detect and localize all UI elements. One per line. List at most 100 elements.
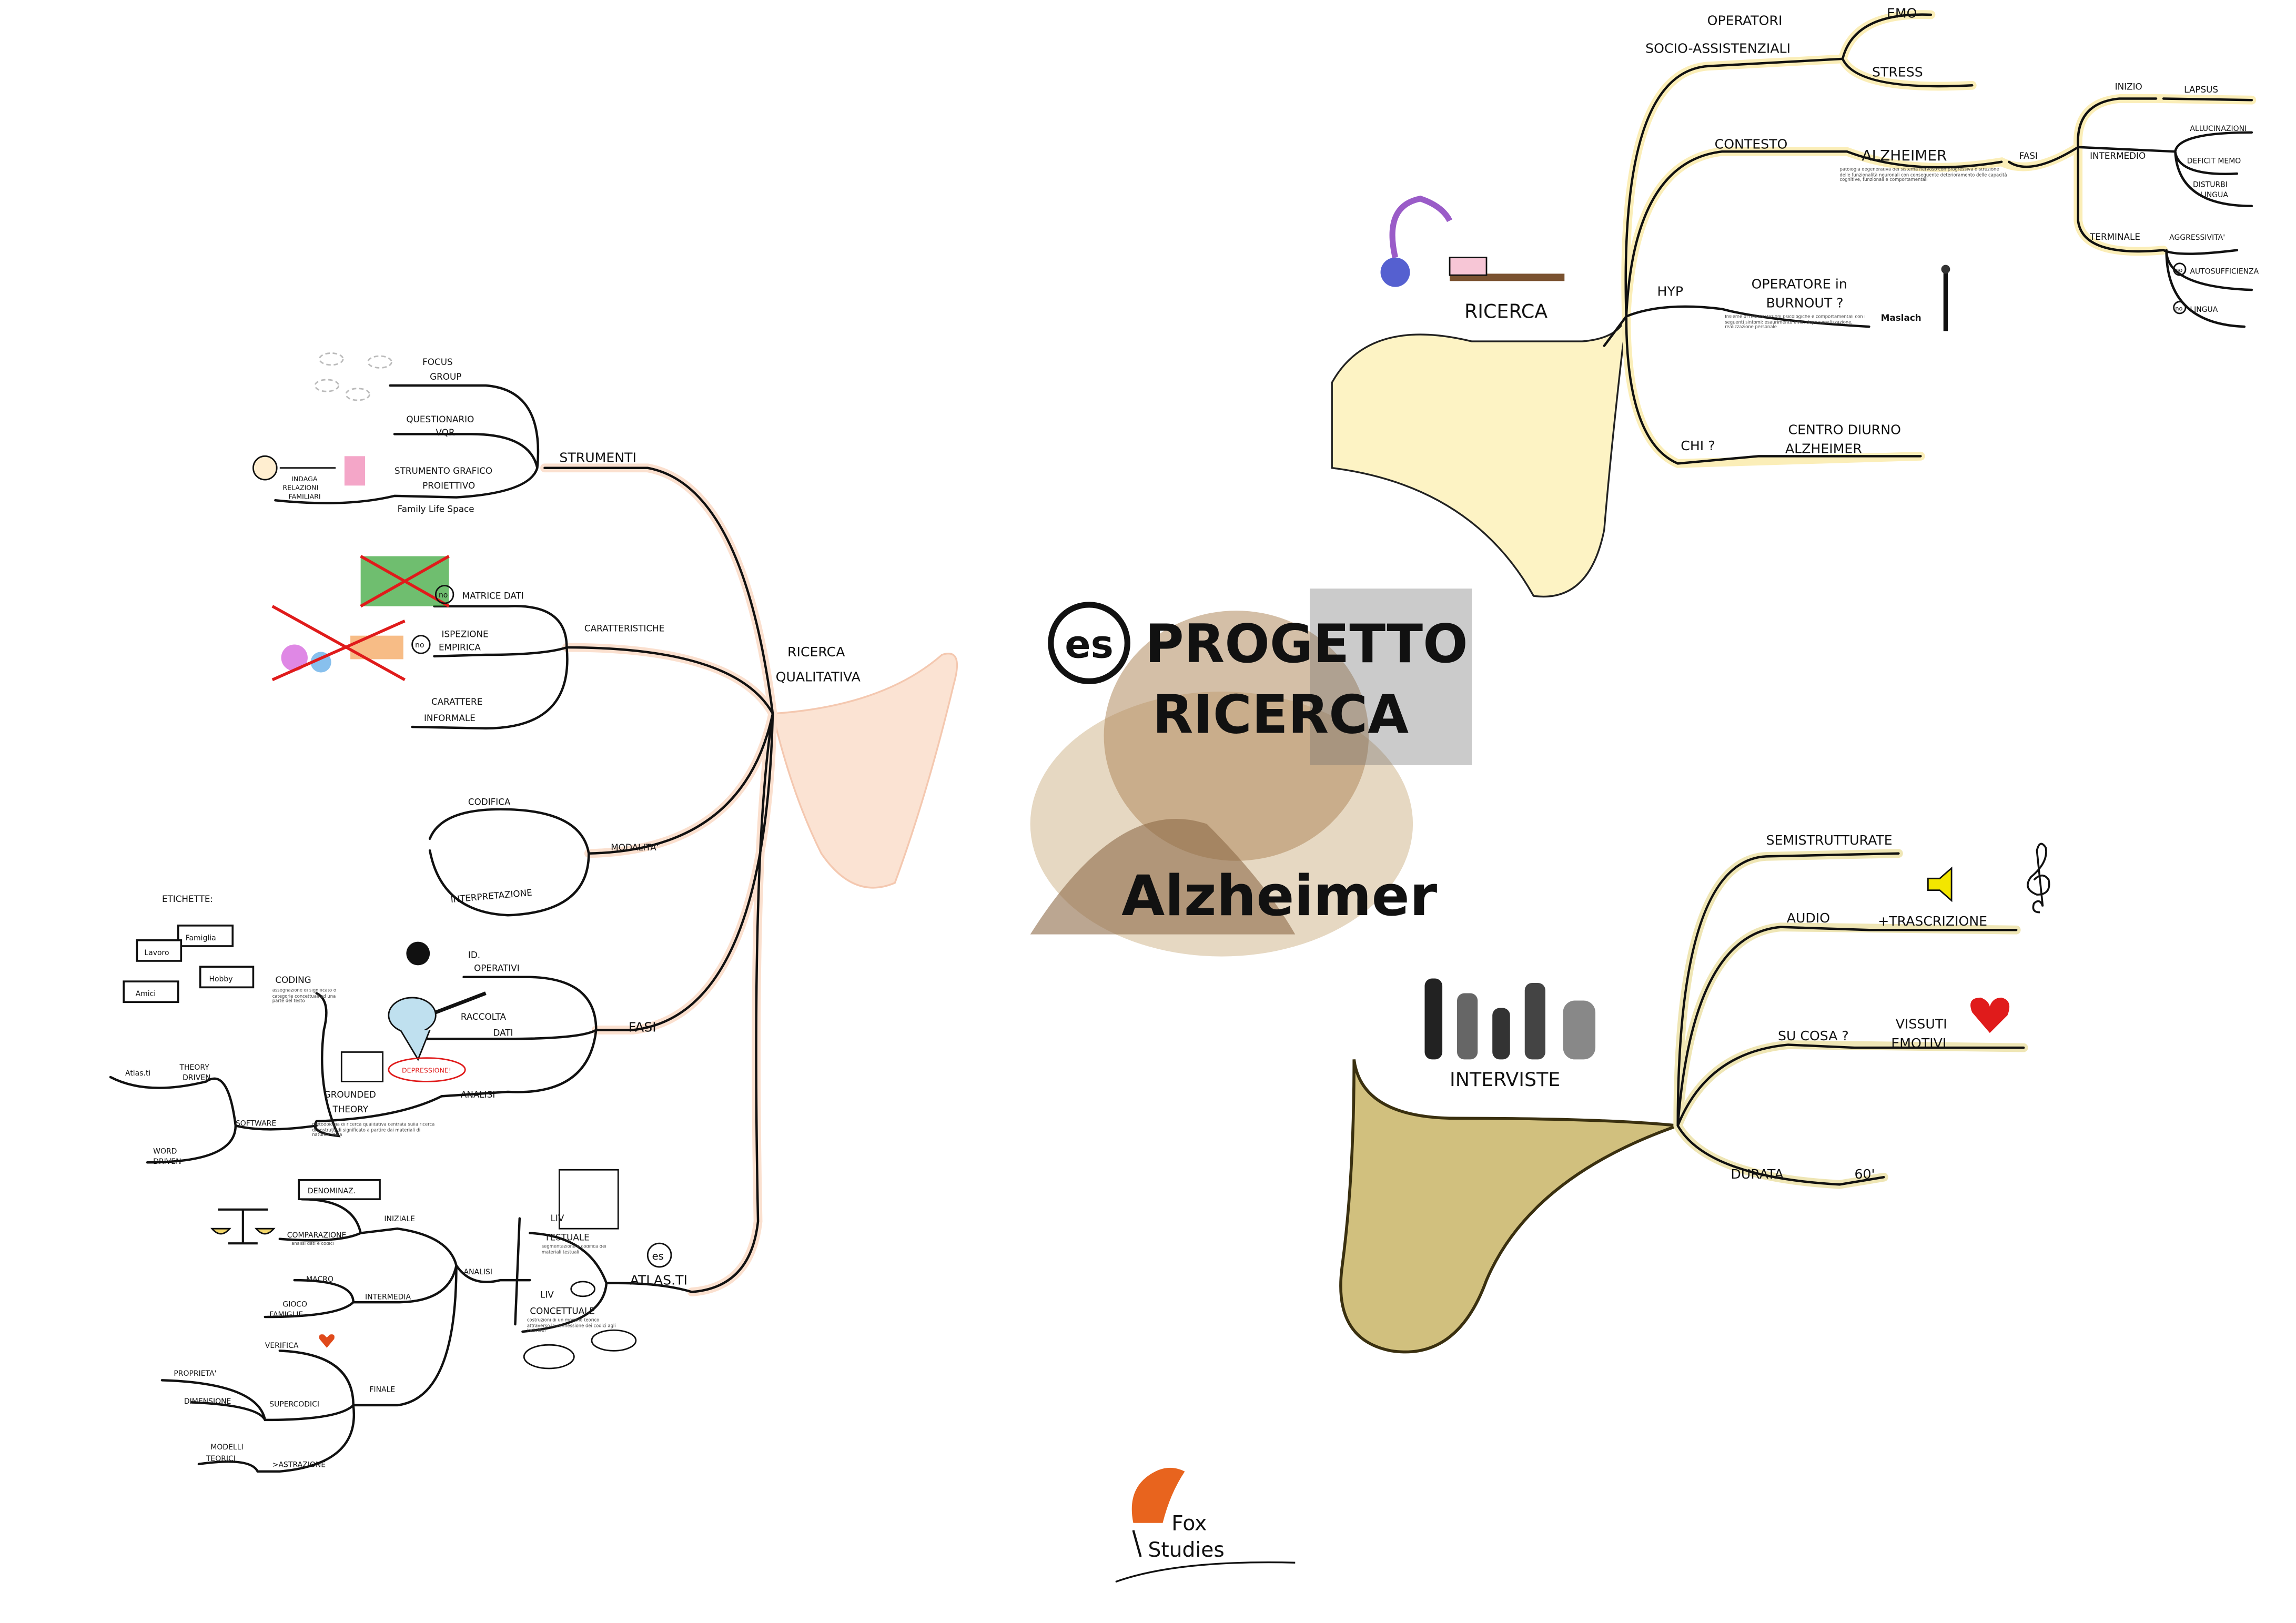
node-theory-driven-2[interactable]: DRIVEN bbox=[183, 1074, 210, 1082]
node-proiettivo[interactable]: PROIETTIVO bbox=[422, 480, 475, 491]
node-grounded[interactable]: GROUNDED bbox=[324, 1089, 376, 1100]
node-deficit-memo[interactable]: DEFICIT MEMO bbox=[2187, 157, 2241, 166]
node-lingua-intermedio[interactable]: LINGUA bbox=[2200, 191, 2228, 199]
qualitativa-label-1: RICERCA bbox=[787, 644, 845, 660]
tag-famiglia[interactable] bbox=[177, 925, 234, 947]
node-ispezione[interactable]: ISPEZIONE bbox=[442, 628, 489, 639]
node-focus-1[interactable]: FOCUS bbox=[422, 357, 452, 367]
node-word-driven-2[interactable]: DRIVEN bbox=[153, 1158, 181, 1166]
node-lingua-terminale[interactable]: LINGUA bbox=[2190, 306, 2218, 314]
node-caratteristiche[interactable]: CARATTERISTICHE bbox=[584, 623, 664, 633]
node-atlas-small[interactable]: Atlas.ti bbox=[125, 1069, 150, 1078]
node-60[interactable]: 60' bbox=[1854, 1166, 1875, 1182]
node-trascrizione[interactable]: +TRASCRIZIONE bbox=[1878, 914, 1987, 929]
node-fasi[interactable]: FASI bbox=[2019, 150, 2038, 161]
node-vqr[interactable]: VQR bbox=[436, 427, 455, 438]
node-liv-concettuale-1[interactable]: LIV bbox=[540, 1290, 554, 1300]
node-carattere[interactable]: CARATTERE bbox=[431, 696, 482, 707]
node-semistrutturate[interactable]: SEMISTRUTTURATE bbox=[1766, 833, 1893, 848]
node-theory-driven-1[interactable]: THEORY bbox=[179, 1063, 210, 1072]
node-operatori-1[interactable]: OPERATORI bbox=[1707, 13, 1783, 28]
node-theory[interactable]: THEORY bbox=[332, 1104, 369, 1114]
node-empirica[interactable]: EMPIRICA bbox=[439, 642, 481, 653]
branch-qualitativa[interactable]: RICERCA QUALITATIVA FOCUS GROUP QUESTION… bbox=[109, 352, 958, 1473]
node-vissuti[interactable]: VISSUTI bbox=[1896, 1017, 1947, 1032]
node-software[interactable]: SOFTWARE bbox=[236, 1119, 276, 1128]
node-burnout-1[interactable]: OPERATORE in bbox=[1752, 276, 1847, 291]
node-chi[interactable]: CHI ? bbox=[1681, 438, 1715, 453]
node-emotivi[interactable]: EMOTIVI bbox=[1891, 1036, 1946, 1051]
node-informale[interactable]: INFORMALE bbox=[424, 713, 476, 723]
node-emo[interactable]: EMO bbox=[1887, 6, 1917, 21]
node-coding[interactable]: CODING bbox=[275, 975, 311, 985]
es-logo-icon bbox=[1048, 602, 1130, 684]
node-strumento-grafico[interactable]: STRUMENTO GRAFICO bbox=[395, 465, 492, 476]
node-modalita[interactable]: MODALITA' bbox=[611, 842, 659, 853]
node-liv-concettuale-2[interactable]: CONCETTUALE bbox=[530, 1305, 595, 1316]
tag-amici[interactable] bbox=[123, 980, 179, 1003]
center-title-line2: RICERCA bbox=[1152, 684, 1409, 745]
node-focus-2[interactable]: GROUP bbox=[430, 371, 461, 382]
node-burnout-2[interactable]: BURNOUT ? bbox=[1766, 296, 1844, 311]
node-proprieta[interactable]: PROPRIETA' bbox=[174, 1370, 216, 1378]
node-iniziale[interactable]: INIZIALE bbox=[384, 1215, 415, 1223]
node-interpretazione[interactable]: INTERPRETAZIONE bbox=[450, 887, 533, 905]
node-atlas-ti[interactable]: ATLAS.TI bbox=[630, 1273, 687, 1288]
node-raccolta[interactable]: RACCOLTA bbox=[461, 1011, 507, 1022]
node-analisi[interactable]: ANALISI bbox=[464, 1268, 492, 1276]
node-stress[interactable]: STRESS bbox=[1872, 64, 1923, 79]
node-liv-testuale-1[interactable]: LIV bbox=[551, 1213, 564, 1223]
center-title-line1: PROGETTO bbox=[1145, 613, 1468, 675]
node-su-cosa[interactable]: SU COSA ? bbox=[1778, 1028, 1849, 1043]
node-alzheimer[interactable]: ALZHEIMER bbox=[1862, 147, 1947, 164]
node-audio[interactable]: AUDIO bbox=[1787, 910, 1830, 926]
node-inizio[interactable]: INIZIO bbox=[2115, 82, 2142, 92]
node-codifica[interactable]: CODIFICA bbox=[468, 796, 511, 807]
node-word-driven-1[interactable]: WORD bbox=[153, 1147, 177, 1155]
node-comparazione[interactable]: COMPARAZIONE bbox=[287, 1231, 347, 1240]
node-dati[interactable]: DATI bbox=[493, 1028, 513, 1038]
node-allucinazioni[interactable]: ALLUCINAZIONI bbox=[2190, 125, 2247, 133]
node-strumenti[interactable]: STRUMENTI bbox=[559, 450, 636, 465]
node-macro[interactable]: MACRO bbox=[306, 1275, 333, 1284]
node-durata[interactable]: DURATA bbox=[1731, 1166, 1784, 1182]
node-family-life-space[interactable]: Family Life Space bbox=[398, 504, 474, 514]
node-gioco[interactable]: GIOCO bbox=[282, 1300, 307, 1308]
node-id[interactable]: ID. bbox=[468, 949, 480, 960]
node-contesto[interactable]: CONTESTO bbox=[1715, 137, 1788, 152]
no-badge-text: no bbox=[2175, 267, 2182, 274]
node-centro-diurno-1[interactable]: CENTRO DIURNO bbox=[1788, 422, 1901, 437]
node-liv-testuale-2[interactable]: TESTUALE bbox=[544, 1232, 589, 1243]
branch-interviste[interactable]: INTERVISTE SEMISTRUTTURATE AUDIO +TRASCR… bbox=[1339, 833, 2050, 1354]
node-matrice-dati[interactable]: MATRICE DATI bbox=[462, 591, 524, 601]
node-operativi[interactable]: OPERATIVI bbox=[474, 963, 520, 973]
node-terminale[interactable]: TERMINALE bbox=[2089, 231, 2140, 242]
node-modelli[interactable]: MODELLI bbox=[210, 1443, 243, 1452]
tag-lavoro[interactable] bbox=[136, 939, 183, 962]
node-famiglie[interactable]: FAMIGLIE bbox=[269, 1311, 303, 1319]
node-teorici[interactable]: TEORICI bbox=[206, 1455, 236, 1463]
node-fasi-qual[interactable]: FASI bbox=[629, 1019, 656, 1034]
node-questionario[interactable]: QUESTIONARIO bbox=[406, 414, 474, 424]
node-intermedia[interactable]: INTERMEDIA bbox=[365, 1293, 411, 1301]
node-denominaz[interactable]: DENOMINAZ. bbox=[308, 1187, 356, 1195]
node-analisi-fasi[interactable]: ANALISI bbox=[461, 1089, 495, 1100]
node-autosufficienza[interactable]: AUTOSUFFICIENZA bbox=[2190, 267, 2259, 276]
node-verifica[interactable]: VERIFICA bbox=[265, 1342, 299, 1350]
node-operatori-2[interactable]: SOCIO-ASSISTENZIALI bbox=[1645, 41, 1791, 56]
node-dimensione[interactable]: DIMENSIONE bbox=[184, 1397, 231, 1406]
node-aggressivita[interactable]: AGGRESSIVITA' bbox=[2169, 234, 2225, 242]
node-lapsus[interactable]: LAPSUS bbox=[2184, 84, 2218, 95]
node-intermedio[interactable]: INTERMEDIO bbox=[2090, 150, 2146, 161]
node-maslach[interactable]: Maslach bbox=[1881, 312, 1921, 323]
node-disturbi[interactable]: DISTURBI bbox=[2193, 180, 2228, 189]
node-hyp[interactable]: HYP bbox=[1657, 283, 1683, 299]
document-icon bbox=[340, 1051, 384, 1082]
node-finale[interactable]: FINALE bbox=[369, 1386, 395, 1394]
node-centro-diurno-2[interactable]: ALZHEIMER bbox=[1785, 441, 1862, 457]
node-astrazione[interactable]: >ASTRAZIONE bbox=[272, 1460, 326, 1469]
branch-ricerca[interactable]: RICERCA OPERATORI SOCIO-ASSISTENZIALI EM… bbox=[1331, 6, 2259, 597]
tag-hobby[interactable] bbox=[199, 966, 255, 989]
node-supercodici[interactable]: SUPERCODICI bbox=[269, 1401, 319, 1409]
tag-label: Amici bbox=[136, 990, 156, 998]
